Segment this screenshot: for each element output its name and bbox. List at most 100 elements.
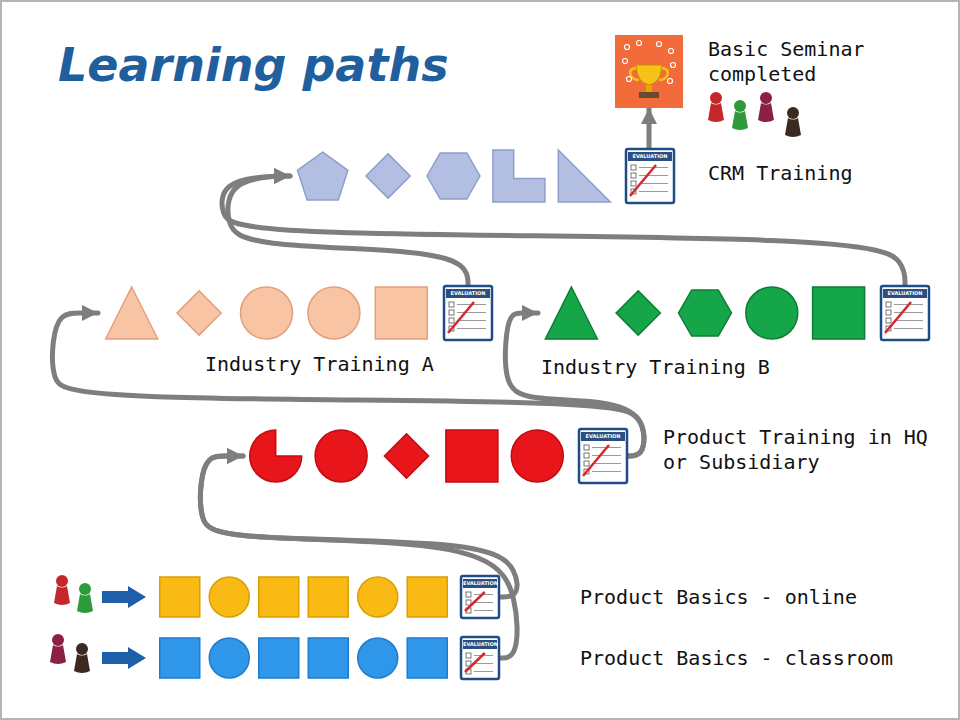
course-shape — [259, 577, 299, 617]
course-shape — [616, 291, 660, 335]
course-shape — [407, 577, 447, 617]
start-arrow — [102, 586, 146, 608]
evaluation-label: EVALUATION — [463, 579, 497, 588]
icon-banner — [581, 432, 625, 441]
course-track: Industry Training A — [98, 285, 493, 341]
icon-frame — [461, 576, 499, 618]
course-shape — [250, 430, 302, 482]
doodle-icon — [657, 42, 662, 47]
track-label: Basic Seminar completed — [708, 37, 888, 87]
check-line — [474, 610, 493, 611]
check-line — [894, 312, 923, 313]
trophy-node: Basic Seminar completed — [615, 35, 683, 108]
course-shape — [308, 577, 348, 617]
trophy-stem — [646, 85, 652, 92]
pawn-figure — [77, 583, 93, 613]
course-shape — [177, 291, 221, 335]
checkbox — [449, 302, 454, 307]
doodle-icon — [669, 49, 674, 54]
course-shape — [366, 154, 410, 198]
course-shape — [493, 150, 545, 202]
course-shape — [209, 577, 249, 617]
icon-banner — [446, 289, 490, 298]
pawn-figure — [785, 107, 801, 137]
course-shape — [545, 287, 597, 339]
course-shape — [679, 290, 732, 336]
pencil-mark — [448, 302, 474, 333]
check-line — [639, 175, 668, 176]
course-shape — [358, 638, 398, 678]
check-line — [457, 328, 486, 329]
pawn-figure — [50, 634, 66, 664]
course-shape — [511, 430, 563, 482]
pawn-figure — [708, 92, 724, 122]
course-shape — [106, 287, 158, 339]
trophy-tile — [615, 35, 683, 108]
trophy-cup — [636, 65, 662, 85]
check-line — [474, 602, 493, 603]
pencil-mark — [630, 165, 656, 196]
evaluation-icon — [461, 637, 499, 679]
check-line — [592, 471, 621, 472]
course-shape — [384, 434, 428, 478]
checkbox — [631, 173, 636, 178]
evaluation-icon — [444, 286, 492, 340]
course-track: Industry Training B — [538, 285, 930, 341]
course-shape — [375, 287, 427, 339]
course-shape — [315, 430, 367, 482]
evaluation-icon — [881, 286, 929, 340]
checkbox — [466, 653, 471, 658]
evaluation-label: EVALUATION — [581, 432, 625, 441]
course-shape — [558, 150, 610, 202]
trophy-base — [639, 92, 659, 98]
check-line — [457, 312, 486, 313]
evaluation-label: EVALUATION — [463, 640, 497, 649]
course-shape — [160, 638, 200, 678]
course-shape — [358, 577, 398, 617]
track-label: CRM Training — [708, 161, 853, 186]
checkbox — [449, 310, 454, 315]
icon-frame — [881, 286, 929, 340]
evaluation-icon — [461, 576, 499, 618]
doodle-icon — [671, 63, 676, 68]
course-shape — [407, 638, 447, 678]
course-track: Product Basics - classroom — [155, 636, 500, 680]
course-shape — [813, 287, 865, 339]
icon-frame — [626, 149, 674, 203]
icon-banner — [883, 289, 927, 298]
checkbox — [466, 592, 471, 597]
pencil-mark — [465, 592, 485, 611]
check-line — [894, 328, 923, 329]
checkbox — [631, 165, 636, 170]
checkbox — [631, 181, 636, 186]
check-line — [474, 663, 493, 664]
icon-banner — [463, 640, 497, 649]
diagram-title: Learning paths — [58, 36, 449, 94]
checkbox — [886, 310, 891, 315]
check-line — [639, 183, 668, 184]
icon-banner — [463, 579, 497, 588]
checkbox — [584, 453, 589, 458]
track-label: Product Basics - online — [580, 585, 857, 610]
check-line — [592, 455, 621, 456]
pawn-figure — [54, 575, 70, 605]
course-track: Product Basics - online — [155, 575, 500, 619]
check-line — [457, 320, 486, 321]
course-shape — [427, 153, 480, 199]
checkbox — [886, 302, 891, 307]
pawn-figure — [732, 100, 748, 130]
check-line — [592, 463, 621, 464]
pencil-mark — [465, 653, 485, 672]
track-shapes — [290, 148, 675, 204]
track-label: Product Training in HQ or Subsidiary — [663, 425, 943, 475]
trophy-handle — [659, 68, 668, 80]
track-label: Industry Training B — [541, 355, 770, 380]
course-track: Product Training in HQ or Subsidiary — [243, 428, 628, 484]
course-shape — [446, 430, 498, 482]
doodle-icon — [625, 45, 630, 50]
pawn-figure — [758, 92, 774, 122]
check-line — [639, 191, 668, 192]
icon-banner — [628, 152, 672, 161]
checkbox — [449, 318, 454, 323]
course-shape — [160, 577, 200, 617]
